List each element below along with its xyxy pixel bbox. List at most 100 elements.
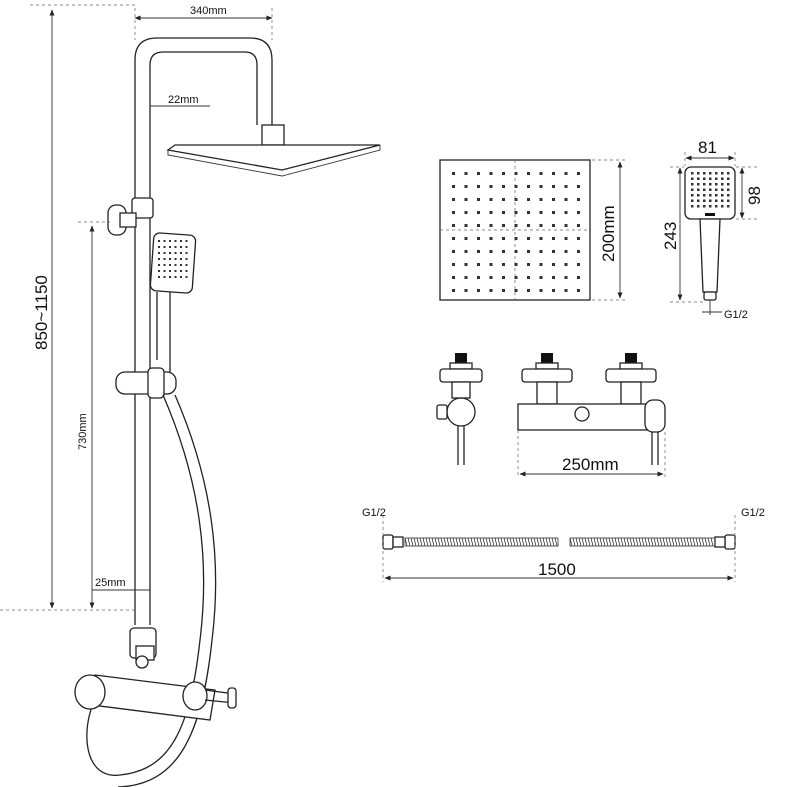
nozzle-dot [452,185,455,188]
nozzle-dot [464,224,468,227]
shower-hose [86,394,217,787]
nozzle-dot [527,198,530,201]
nozzle-dot [502,224,505,227]
nozzle-dot [703,199,706,202]
hose-coil [425,537,429,547]
hose-coil [503,537,507,547]
slide-holder [115,367,177,399]
hose-coil [584,537,588,547]
hose-coil [659,537,663,547]
nozzle-dot [163,246,166,248]
nozzle-dot [552,224,555,227]
nozzle-dot [180,246,182,248]
hose-coil [422,537,426,547]
nozzle-dot [727,183,730,186]
nozzle-dot [703,194,706,197]
nozzle-dot [552,198,555,201]
nozzle-dot [697,194,700,197]
nozzle-dot [502,250,505,253]
riser-pipe [134,210,151,625]
hose-coil [626,537,630,547]
nozzle-dot [539,276,543,279]
hose-coil [608,537,612,547]
nozzle-dot [691,177,694,180]
nozzle-dot [158,264,160,266]
nozzle-dot [539,198,543,201]
nozzle-dot [539,185,543,188]
nozzle-dot [727,172,730,175]
nozzle-dot [514,250,518,253]
nozzle-dot [185,276,188,278]
hose-length-label: 1500 [538,560,576,579]
nozzle-dot [514,198,518,201]
hose-coil [689,537,693,547]
hose-coil [668,537,672,547]
hose-coil [590,537,594,547]
hose-coil [602,537,606,547]
nozzle-dot [564,263,568,266]
nozzle-dot [185,270,188,272]
hose-coil [575,537,579,547]
hose-coil [596,537,600,547]
nozzle-dot [180,264,182,266]
nozzle-dot [502,237,505,240]
hose-coil [623,537,627,547]
hand-head-label: 98 [745,186,764,205]
nozzle-dot [527,211,530,214]
nozzle-dot [703,177,706,180]
nozzle-dot [564,224,568,227]
nozzle-dot [452,224,455,227]
nozzle-dot [169,258,171,260]
hose-coil [524,537,528,547]
nozzle-dot [577,172,580,175]
hose-coil [467,537,471,547]
nozzle-dot [489,250,493,253]
hose-coil [635,537,639,547]
nozzle-dot [715,199,718,202]
hose-coil [533,537,537,547]
nozzle-dot [502,289,505,292]
nozzle-dot [169,276,171,278]
nozzle-dot [489,224,493,227]
hose-coil [674,537,678,547]
nozzle-dot [564,211,568,214]
hose-coil [419,537,423,547]
hose-coil [464,537,468,547]
nozzle-dot [727,205,730,208]
hose-coil [434,537,438,547]
hose-coil [461,537,465,547]
nozzle-dot [477,276,480,279]
nozzle-dot [477,198,480,201]
hose-coil [443,537,447,547]
nozzle-dot [527,263,530,266]
nozzle-dot [452,211,455,214]
nozzle-dot [163,258,166,260]
nozzle-dot [477,172,480,175]
nozzle-dot [564,250,568,253]
hose-coil [650,537,654,547]
hose-coil [611,537,615,547]
nozzle-dot [564,172,568,175]
hose-coil [497,537,501,547]
nozzle-dot [715,188,718,191]
hose-coil [554,537,558,547]
nozzle-dot [180,258,182,260]
height-range-label: 850~1150 [32,275,51,350]
nozzle-dot [489,263,493,266]
nozzle-dot [691,172,694,175]
hose-coil [431,537,435,547]
hose-coil [620,537,624,547]
nozzle-dot [564,237,568,240]
nozzle-dot [715,177,718,180]
nozzle-dot [452,198,455,201]
nozzle-dot [709,172,712,175]
nozzle-dot [174,246,177,248]
nozzle-dot [715,183,718,186]
hose-coil [518,537,522,547]
nozzle-dot [452,237,455,240]
hose-coil [485,537,489,547]
hose-coil [686,537,690,547]
nozzle-dot [502,185,505,188]
nozzle-dot [539,172,543,175]
